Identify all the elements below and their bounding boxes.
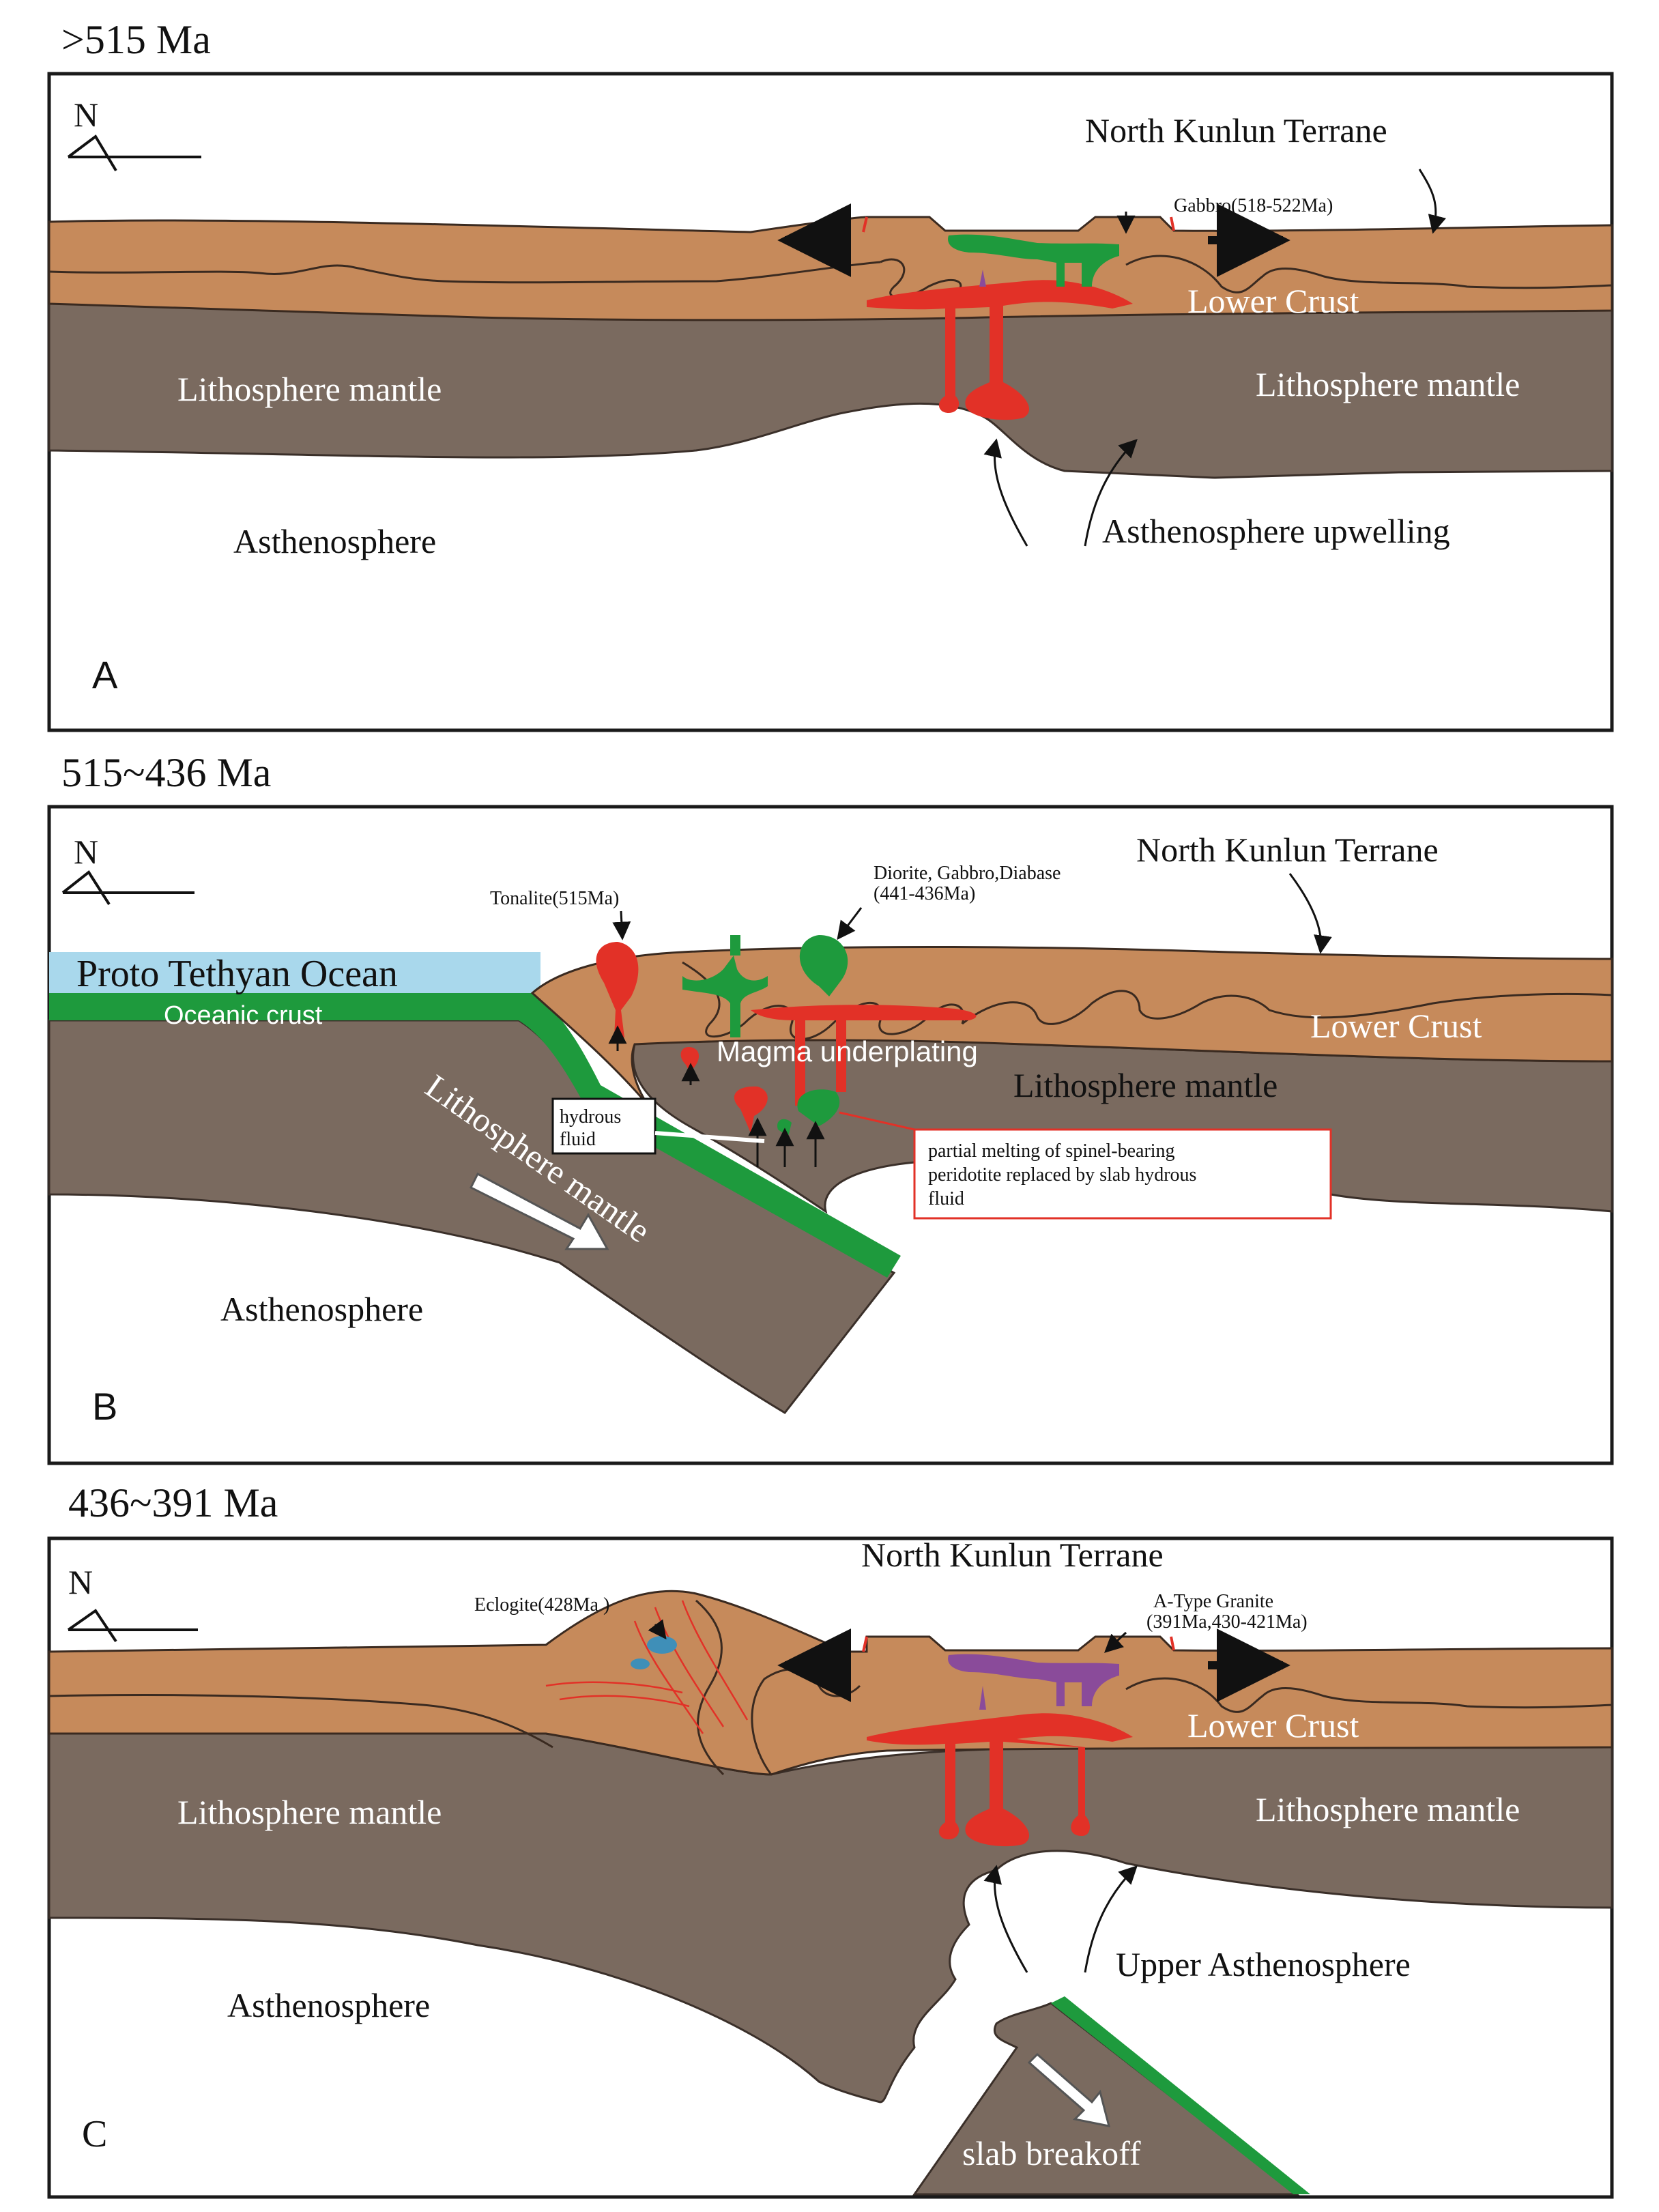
panel-a-asthenosphere-label: Asthenosphere [233, 522, 436, 560]
panel-b-hydrous-line2: fluid [560, 1129, 596, 1150]
panel-c-stage-title: 436~391 Ma [68, 1480, 278, 1525]
panel-b-magma-underplating [751, 1005, 977, 1106]
panel-a-terrane-label: North Kunlun Terrane [1085, 111, 1387, 149]
panel-b-hydrous-line1: hydrous [560, 1106, 621, 1127]
panel-b-diorite-label-2: (441-436Ma) [874, 883, 975, 904]
panel-a-stage-title: >515 Ma [61, 17, 211, 62]
panel-b-lith-right-label: Lithosphere mantle [1013, 1066, 1278, 1104]
panel-a-north-label: N [74, 96, 98, 134]
panel-b-diorite-bulb [799, 935, 848, 996]
panel-c: 436~391 Ma N North Kun [47, 1480, 1614, 2199]
panel-c-letter: C [82, 2113, 107, 2155]
panel-b-tonalite-intrusion [596, 942, 639, 1037]
panel-b-letter: B [92, 1385, 117, 1428]
panel-a-lith-right-label: Lithosphere mantle [1256, 365, 1520, 403]
panel-c-eclogite-lens [647, 1636, 677, 1654]
panel-b-asthenosphere-label: Asthenosphere [220, 1290, 423, 1328]
panel-b-subduction-arrow [469, 1172, 609, 1250]
panel-b-north-label: N [74, 833, 98, 871]
panel-c-eclogite-label: Eclogite(428Ma ) [474, 1594, 609, 1615]
panel-c-north-arrow: N [67, 1563, 198, 1643]
panel-b-ocean-label: Proto Tethyan Ocean [76, 953, 398, 995]
panel-c-terrane-label: North Kunlun Terrane [861, 1536, 1164, 1574]
panel-c-red-magma [867, 1713, 1133, 1847]
panel-b-melt-line3: fluid [928, 1188, 964, 1209]
panel-c-lith-left-label: Lithosphere mantle [177, 1793, 442, 1831]
panel-a-upwelling-label: Asthenosphere upwelling [1102, 512, 1450, 550]
panel-a: >515 Ma N North Kunlun Terrane Gabbro(51… [47, 17, 1614, 732]
panel-b-tonalite-label: Tonalite(515Ma) [490, 888, 619, 909]
panel-c-broken-slab [912, 2002, 1300, 2196]
panel-b-terrane-label: North Kunlun Terrane [1136, 831, 1439, 869]
panel-b-lower-crust-label: Lower Crust [1310, 1007, 1482, 1045]
panel-c-oceanic-crust [1051, 1996, 1310, 2194]
panel-b-oceanic-crust-label: Oceanic crust [164, 1001, 323, 1030]
panel-b-diorite-label-1: Diorite, Gabbro,Diabase [874, 863, 1061, 884]
panel-a-lithosphere-mantle [48, 299, 1613, 479]
panel-a-gabbro-label: Gabbro(518-522Ma) [1174, 195, 1333, 216]
panel-c-granite-label-2: (391Ma,430-421Ma) [1146, 1611, 1308, 1633]
panel-c-asthenosphere-label: Asthenosphere [227, 1986, 430, 2024]
panel-b-gabbro-diorite-cross [682, 956, 768, 1037]
panel-c-breakoff-arrow [1027, 2052, 1111, 2127]
panel-b-melt-line1: partial melting of spinel-bearing [928, 1140, 1175, 1162]
panel-b: 515~436 Ma hydrous fl [47, 750, 1614, 1465]
panel-c-granite-label-1: A-Type Granite [1153, 1591, 1273, 1612]
panel-a-lith-left-label: Lithosphere mantle [177, 370, 442, 408]
panel-b-ocean [49, 952, 540, 996]
panel-b-north-arrow: N [61, 833, 194, 906]
panel-a-gabbro-intrusion [948, 234, 1119, 287]
panel-b-melting-box [913, 1128, 1332, 1220]
panel-b-stage-title: 515~436 Ma [61, 750, 271, 795]
panel-a-letter: A [92, 653, 118, 696]
panel-c-breakoff-label: slab breakoff [962, 2134, 1141, 2172]
panel-b-magma-label: Magma underplating [717, 1035, 978, 1067]
panel-a-north-arrow: N [67, 96, 201, 172]
panel-b-hydrous-box [551, 1097, 657, 1155]
panel-a-red-magma [867, 280, 1133, 420]
panel-c-lith-right-label: Lithosphere mantle [1256, 1790, 1520, 1828]
panel-c-lower-crust-label: Lower Crust [1187, 1706, 1359, 1744]
panel-b-melt-line2: peridotite replaced by slab hydrous [928, 1164, 1196, 1186]
panel-c-north-label: N [68, 1563, 93, 1601]
panel-a-lower-crust-label: Lower Crust [1187, 282, 1359, 320]
panel-c-a-type-granite [948, 1654, 1119, 1706]
panel-c-upper-asth-label: Upper Asthenosphere [1116, 1945, 1411, 1983]
